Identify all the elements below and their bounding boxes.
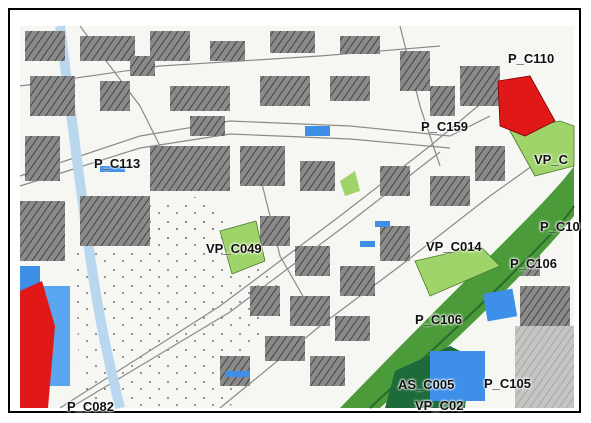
label-p-c159: P_C159 — [421, 119, 468, 134]
label-vp-c049: VP_C049 — [206, 241, 262, 256]
label-vp-c02: VP_C02 — [415, 398, 464, 413]
park-vp-c014[interactable] — [414, 245, 501, 297]
zone-p-c110[interactable] — [497, 75, 556, 137]
label-p-c082: P_C082 — [67, 399, 114, 414]
label-p-c110: P_C110 — [508, 51, 555, 66]
label-p-c106-bottom: P_C106 — [415, 312, 462, 327]
park-vp-c049[interactable] — [219, 220, 266, 275]
zone-red-left[interactable] — [20, 281, 55, 408]
map-canvas — [19, 25, 575, 410]
park-small — [340, 171, 360, 196]
label-p-c105: P_C105 — [484, 376, 531, 391]
label-p-c10-right: P_C10 — [540, 219, 580, 234]
zoning-map[interactable]: P_C110 P_C159 VP_C P_C113 VP_C049 P_C10 … — [19, 25, 580, 414]
label-vp-c014: VP_C014 — [426, 239, 482, 254]
open-field-north — [130, 196, 220, 246]
label-p-c106-top: P_C106 — [510, 256, 557, 271]
industrial-block — [515, 326, 574, 408]
label-vp-c-top: VP_C — [534, 152, 568, 167]
label-as-c005: AS_C005 — [398, 377, 455, 392]
label-p-c113: P_C113 — [94, 156, 141, 171]
